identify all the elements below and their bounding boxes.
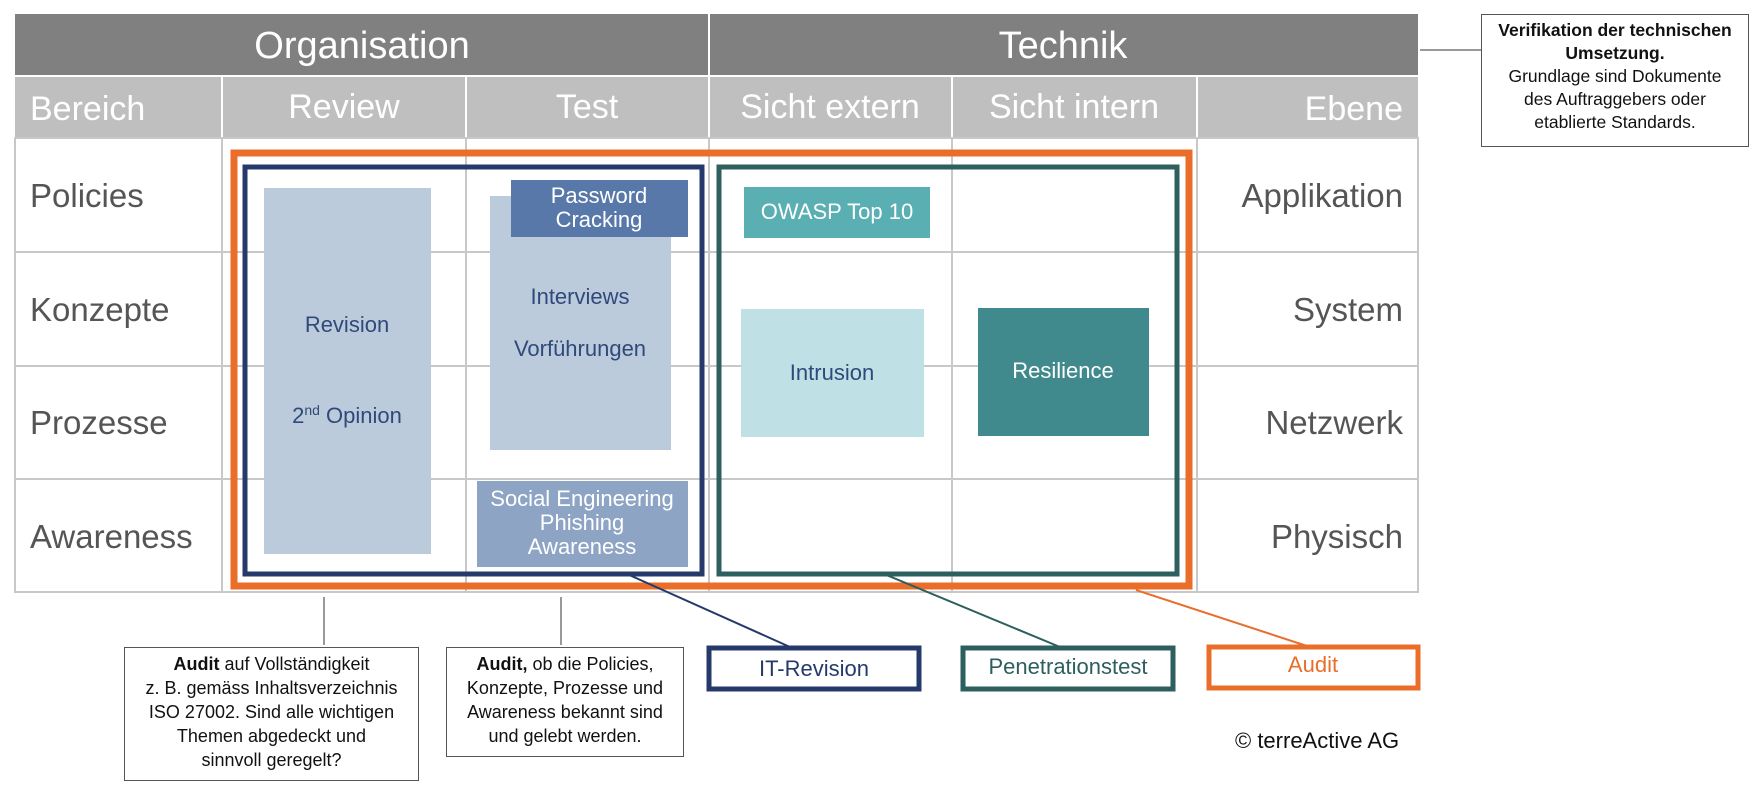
review-note-line4: Themen abgedeckt und	[176, 726, 367, 746]
owasp-label: OWASP Top 10	[761, 199, 913, 224]
review-note-line5: sinnvoll geregelt?	[201, 750, 342, 770]
legend-it-revision-label: IT-Revision	[759, 656, 869, 681]
test-note-bold: Audit,	[476, 654, 528, 674]
column-ebene: Ebene	[1305, 90, 1403, 128]
password-cracking-label-line1: Password	[551, 183, 648, 208]
social-engineering-label-line2: Phishing	[540, 510, 624, 535]
column-sicht-extern: Sicht extern	[740, 88, 920, 126]
interviews-box	[490, 196, 671, 450]
test-note-line1: ob die Policies,	[527, 654, 654, 674]
review-note-line1: auf Vollständigkeit	[219, 654, 370, 674]
technik-note-line2: des Auftraggebers oder	[1524, 89, 1706, 109]
audit-outline	[230, 149, 1193, 590]
technik-note-line3: etablierte Standards.	[1534, 112, 1696, 132]
intrusion-box	[741, 309, 924, 437]
technik-note-bold-line1: Verifikation der technischen	[1498, 20, 1732, 40]
row-label-physisch: Physisch	[1271, 518, 1403, 555]
technik-note-line1: Grundlage sind Dokumente	[1508, 66, 1722, 86]
row-label-applikation: Applikation	[1242, 177, 1403, 214]
password-cracking-label-line2: Cracking	[556, 207, 643, 232]
password-cracking-box	[511, 180, 688, 237]
technik-note-bold-line2: Umsetzung.	[1565, 43, 1665, 63]
revision-box	[264, 188, 431, 554]
header-organisation: Organisation	[254, 25, 469, 67]
intrusion-label: Intrusion	[790, 360, 874, 385]
copyright-text: © terreActive AG	[1235, 728, 1400, 753]
resilience-box	[978, 308, 1149, 436]
row-label-konzepte: Konzepte	[30, 291, 169, 328]
header-bar	[15, 14, 1418, 76]
audit-connector	[1135, 589, 1311, 648]
vorfuehrungen-label: Vorführungen	[514, 336, 646, 361]
review-note-bold: Audit	[173, 654, 220, 674]
row-label-policies: Policies	[30, 177, 144, 214]
legend-audit	[1206, 644, 1421, 691]
column-sicht-intern: Sicht intern	[989, 88, 1159, 126]
it-revision-outline	[242, 164, 705, 577]
row-label-awareness: Awareness	[30, 518, 193, 555]
review-note: Audit auf Vollständigkeit z. B. gemäss I…	[124, 647, 419, 781]
technik-note: Verifikation der technischen Umsetzung. …	[1481, 14, 1749, 147]
social-engineering-box	[477, 481, 688, 567]
column-review: Review	[288, 88, 400, 126]
header-technik: Technik	[999, 25, 1129, 67]
second-opinion-label: 2nd Opinion	[292, 402, 402, 428]
test-note-line3: Awareness bekannt sind	[467, 702, 663, 722]
test-note-line2: Konzepte, Prozesse und	[466, 678, 664, 698]
legend-it-revision	[706, 645, 922, 692]
review-note-line3: ISO 27002. Sind alle wichtigen	[148, 702, 395, 722]
penetrationstest-connector	[883, 573, 1061, 648]
legend-penetrationstest	[960, 645, 1176, 692]
social-engineering-label-line1: Social Engineering	[490, 486, 673, 511]
it-revision-connector	[626, 573, 791, 648]
resilience-label: Resilience	[1012, 358, 1114, 383]
row-label-prozesse: Prozesse	[30, 404, 168, 441]
row-label-system: System	[1293, 291, 1403, 328]
column-test: Test	[556, 88, 619, 126]
test-note: Audit, ob die Policies, Konzepte, Prozes…	[446, 647, 684, 757]
test-note-line4: und gelebt werden.	[488, 726, 642, 746]
review-note-line2: z. B. gemäss Inhaltsverzeichnis	[145, 678, 398, 698]
owasp-box	[744, 187, 930, 238]
legend-audit-label: Audit	[1288, 652, 1338, 677]
column-header-bar	[15, 76, 1418, 138]
column-bereich: Bereich	[30, 90, 145, 128]
penetrationstest-outline	[716, 164, 1180, 577]
legend-penetrationstest-label: Penetrationstest	[989, 654, 1148, 679]
social-engineering-label-line3: Awareness	[528, 534, 636, 559]
revision-label: Revision	[305, 312, 389, 337]
interviews-label: Interviews	[530, 284, 629, 309]
row-label-netzwerk: Netzwerk	[1265, 404, 1403, 441]
